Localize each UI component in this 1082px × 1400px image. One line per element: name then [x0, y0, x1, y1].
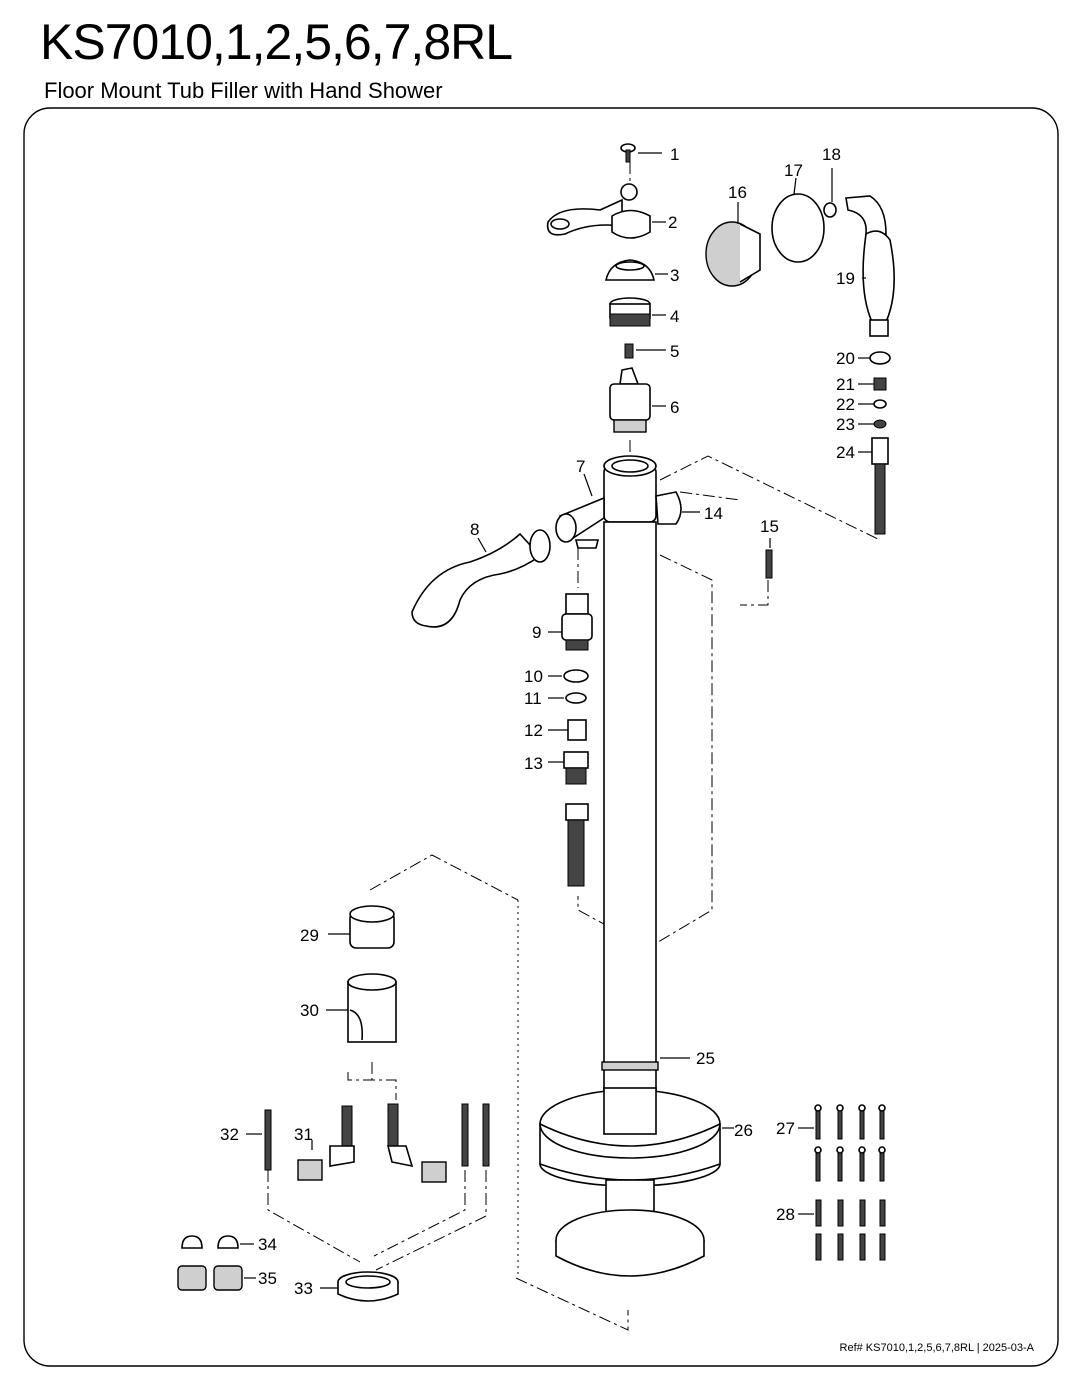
part-31-supply-elbows	[297, 1103, 447, 1183]
part-14-hand-shower-holder	[655, 491, 700, 525]
callout-28: 28	[776, 1205, 795, 1224]
callout-35: 35	[258, 1269, 277, 1288]
callout-11: 11	[524, 689, 542, 708]
callout-17: 17	[784, 161, 803, 180]
part-20-washer	[858, 351, 891, 365]
part-23-screen	[858, 419, 887, 429]
part-30-mounting-sleeve	[326, 973, 397, 1043]
callout-16: 16	[728, 183, 747, 202]
part-27-base-bolts	[798, 1104, 886, 1182]
part-9-diverter	[548, 593, 593, 651]
diagram-frame	[23, 107, 1059, 1367]
callout-34: 34	[258, 1235, 277, 1254]
part-4-bonnet-nut	[609, 297, 666, 327]
part-5-spring	[624, 343, 666, 359]
callout-14: 14	[704, 504, 723, 523]
part-12-sleeve	[548, 719, 587, 741]
callout-19: 19	[836, 269, 855, 288]
callout-15: 15	[760, 517, 779, 536]
callout-21: 21	[836, 375, 855, 394]
part-10-washer	[548, 669, 589, 683]
callout-13: 13	[524, 754, 543, 773]
part-11-o-ring	[548, 692, 587, 704]
part-28-anchor-screws	[798, 1199, 886, 1261]
callout-32: 32	[220, 1125, 239, 1144]
callout-12: 12	[524, 721, 543, 740]
page-title: KS7010,1,2,5,6,7,8RL	[40, 14, 513, 70]
part-15-set-screw	[765, 538, 773, 579]
callout-labels: 1 2 3 4 5 6 7 8 9 10 11 12 13 14 15 16 1…	[220, 145, 855, 1298]
part-2-lever-handle	[546, 183, 666, 239]
callout-8: 8	[470, 520, 479, 539]
callout-29: 29	[300, 926, 319, 945]
callout-10: 10	[524, 667, 543, 686]
callout-31: 31	[294, 1125, 313, 1144]
callout-26: 26	[734, 1121, 753, 1140]
callout-25: 25	[696, 1049, 715, 1068]
part-32-long-bolts	[246, 1103, 490, 1171]
part-24-shower-hose	[858, 437, 889, 535]
callout-18: 18	[822, 145, 841, 164]
callout-27: 27	[776, 1119, 795, 1138]
callout-33: 33	[294, 1279, 313, 1298]
callout-23: 23	[836, 415, 855, 434]
callout-5: 5	[670, 342, 679, 361]
part-hose-lower	[565, 803, 589, 887]
part-35-hex-nuts	[177, 1265, 256, 1291]
callout-1: 1	[670, 145, 679, 164]
part-13-hose-nut	[548, 751, 589, 785]
callout-24: 24	[836, 443, 855, 462]
part-25-column	[601, 521, 690, 1131]
callout-4: 4	[670, 307, 679, 326]
part-16-shower-face	[705, 202, 761, 287]
part-22-o-ring	[858, 399, 887, 409]
callout-22: 22	[836, 395, 855, 414]
part-18-washer	[823, 168, 837, 218]
part-26-floor-base	[539, 1087, 734, 1277]
callout-20: 20	[836, 349, 855, 368]
part-21-flow-restrictor	[858, 377, 887, 391]
part-29-cover-cap	[328, 905, 395, 949]
assembly-guide-lines	[267, 162, 881, 1331]
part-1-handle-screw	[620, 143, 662, 163]
part-6-cartridge	[609, 367, 666, 433]
callout-6: 6	[670, 398, 679, 417]
part-7-valve-body	[555, 455, 657, 549]
reference-footer: Ref# KS7010,1,2,5,6,7,8RL | 2025-03-A	[839, 1342, 1034, 1354]
callout-30: 30	[300, 1001, 319, 1020]
callout-7: 7	[576, 457, 585, 476]
part-19-hand-shower-handle	[845, 195, 895, 337]
part-17-gasket	[771, 177, 825, 263]
part-8-spout	[411, 529, 551, 628]
callout-3: 3	[670, 266, 679, 285]
page-subtitle: Floor Mount Tub Filler with Hand Shower	[44, 78, 443, 103]
part-34-caps	[181, 1235, 254, 1249]
part-3-bonnet-cap	[605, 259, 668, 281]
callout-9: 9	[532, 623, 541, 642]
part-33-mounting-ring	[320, 1271, 399, 1302]
callout-2: 2	[668, 213, 677, 232]
